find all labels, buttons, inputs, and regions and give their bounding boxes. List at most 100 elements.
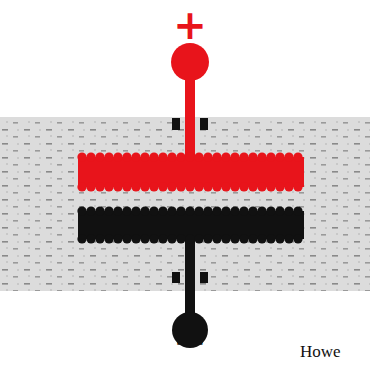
plate-tooth (167, 182, 176, 191)
plate-tooth (176, 206, 185, 215)
plate-tooth (149, 206, 158, 215)
plate-tooth (113, 206, 122, 215)
plate-tooth (140, 182, 149, 191)
plate-tooth (104, 152, 113, 161)
plate-tooth (194, 182, 203, 191)
plate-tooth (230, 152, 239, 161)
plate-tooth (122, 234, 131, 243)
plate-tooth (131, 234, 140, 243)
plate-tooth (158, 152, 167, 161)
plate-tooth (86, 234, 95, 243)
plate-tooth (176, 152, 185, 161)
plate-tooth (149, 234, 158, 243)
plate-tooth (140, 206, 149, 215)
plate-tooth (239, 152, 248, 161)
plate-tooth (221, 234, 230, 243)
plate-tooth (230, 182, 239, 191)
plate-tooth (176, 182, 185, 191)
plate-tooth (194, 234, 203, 243)
plate-tooth (275, 234, 284, 243)
plate-tooth (248, 234, 257, 243)
plate-tooth (86, 182, 95, 191)
plate-tooth (131, 206, 140, 215)
plate-tooth (293, 182, 302, 191)
plate-tooth (293, 206, 302, 215)
plate-tooth (275, 206, 284, 215)
plate-tooth (131, 182, 140, 191)
plate-tooth (257, 152, 266, 161)
plate-tooth (149, 182, 158, 191)
polarity-sign: + (173, 2, 207, 48)
plate-tooth (212, 152, 221, 161)
plate-tooth (131, 152, 140, 161)
plate-tooth (167, 234, 176, 243)
plate-tooth (86, 152, 95, 161)
plate-tooth (257, 234, 266, 243)
plate-tooth (203, 152, 212, 161)
plate-tooth (158, 234, 167, 243)
plate-tooth (212, 206, 221, 215)
plate-tooth (257, 182, 266, 191)
plate-tooth (185, 152, 194, 161)
plate-tooth (212, 182, 221, 191)
plate-tooth (239, 206, 248, 215)
plate-tooth (230, 206, 239, 215)
polarity-sign: − (173, 318, 207, 364)
plate-tooth (176, 234, 185, 243)
plate-tooth (140, 234, 149, 243)
plate-tooth (266, 182, 275, 191)
plate-tooth (275, 182, 284, 191)
plate-tooth (284, 182, 293, 191)
plate-tooth (266, 206, 275, 215)
plate-tooth (230, 234, 239, 243)
plate-tooth (257, 206, 266, 215)
plate-tooth (203, 182, 212, 191)
plate-tooth (248, 152, 257, 161)
plate-tooth (221, 206, 230, 215)
plate-tooth (95, 182, 104, 191)
plate-tooth (113, 152, 122, 161)
plate-tooth (248, 182, 257, 191)
plate-tooth (221, 182, 230, 191)
plate-tooth (293, 234, 302, 243)
plate-tooth (167, 206, 176, 215)
plate-tooth (203, 206, 212, 215)
plate-tooth (158, 206, 167, 215)
plate-tooth (122, 206, 131, 215)
plate-tooth (86, 206, 95, 215)
plate-tooth (113, 182, 122, 191)
plate-tooth (284, 206, 293, 215)
plate-tooth (113, 234, 122, 243)
plate-tooth (284, 152, 293, 161)
plate-tooth (122, 182, 131, 191)
plate-tooth (77, 234, 86, 243)
plate-tooth (95, 206, 104, 215)
positive-electrode (77, 43, 304, 192)
plate-tooth (95, 234, 104, 243)
caption-fragment: Howe (300, 342, 341, 362)
plate-tooth (275, 152, 284, 161)
seal (172, 118, 208, 283)
plate-tooth (77, 206, 86, 215)
plate-tooth (122, 152, 131, 161)
plate-tooth (77, 182, 86, 191)
plate-tooth (293, 152, 302, 161)
plate-tooth (266, 152, 275, 161)
plate-tooth (248, 206, 257, 215)
plate-tooth (104, 182, 113, 191)
plate-tooth (203, 234, 212, 243)
plate-tooth (212, 234, 221, 243)
plate-tooth (266, 234, 275, 243)
plate-tooth (221, 152, 230, 161)
plate-tooth (185, 182, 194, 191)
plate-tooth (140, 152, 149, 161)
plate-tooth (194, 206, 203, 215)
plate-tooth (239, 234, 248, 243)
plate-tooth (194, 152, 203, 161)
plate-tooth (95, 152, 104, 161)
plate-tooth (104, 206, 113, 215)
plate-tooth (77, 152, 86, 161)
plate-tooth (167, 152, 176, 161)
